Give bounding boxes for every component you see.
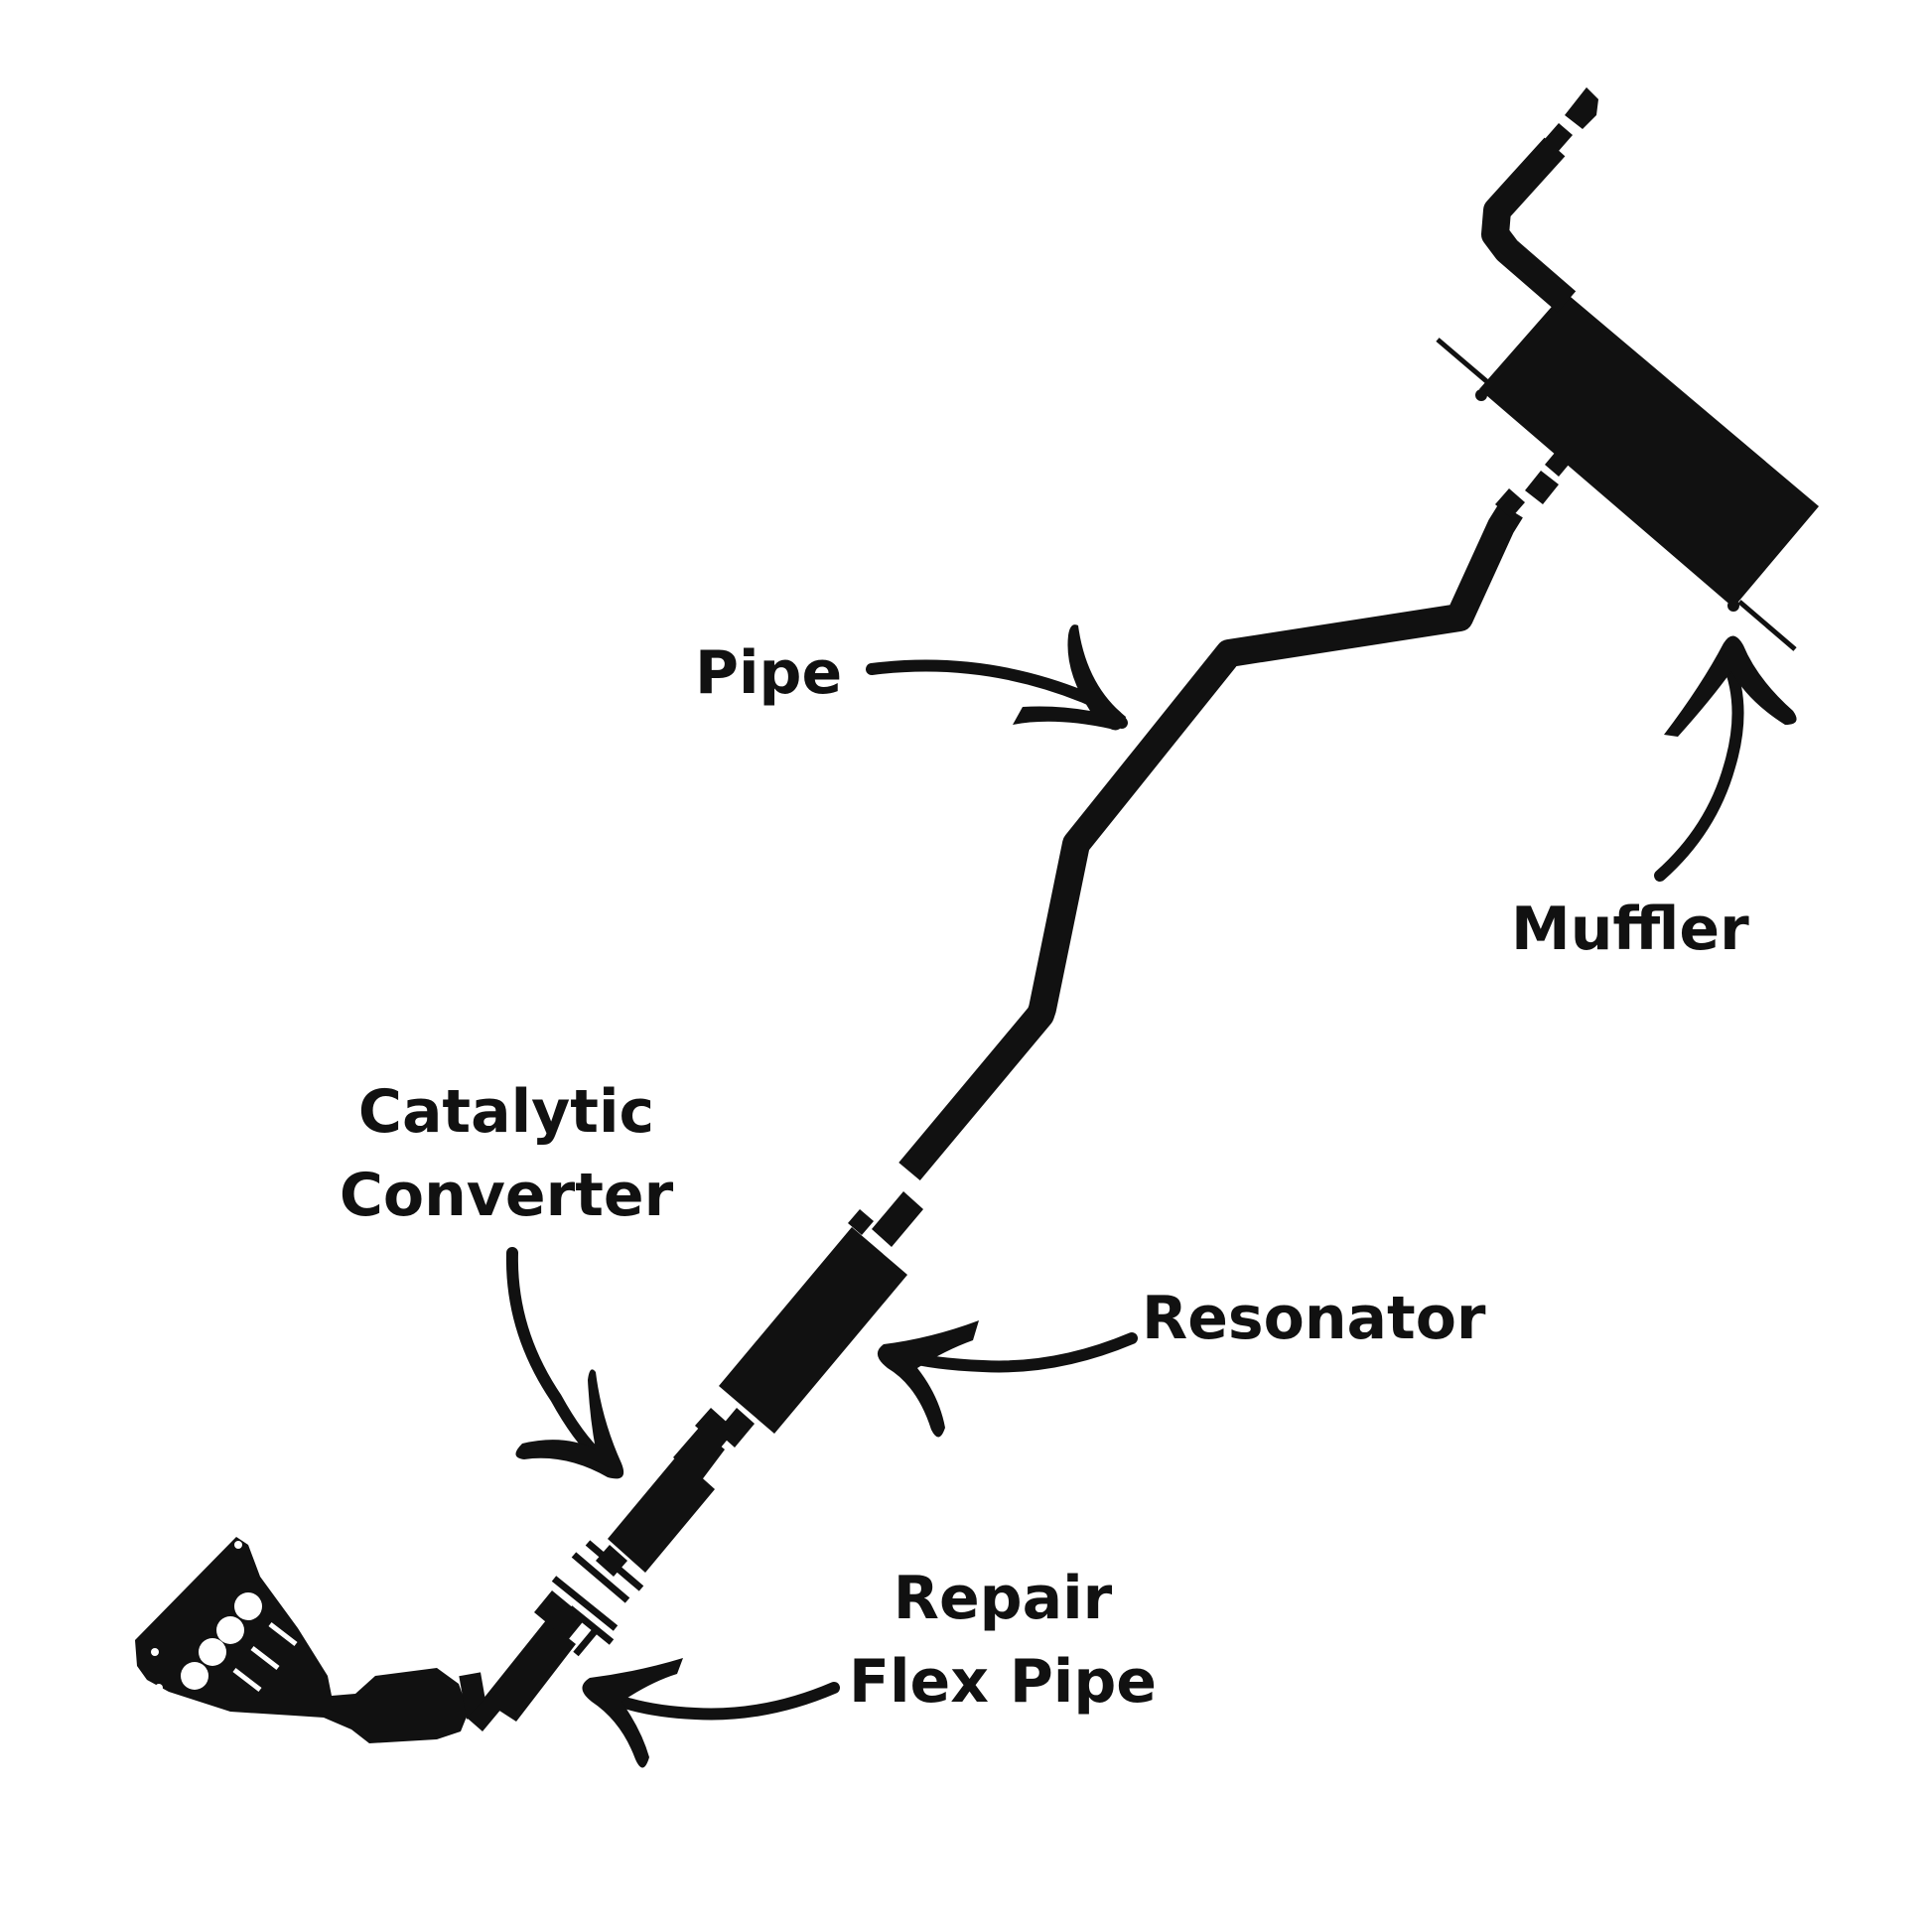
label-flex-line1: Repair [893,1564,1113,1633]
label-catalytic-line1: Catalytic [357,1077,655,1147]
resonator [707,1191,923,1448]
muffler [1436,87,1819,651]
arrow-resonator [877,1320,1138,1438]
label-catalytic-converter: Catalytic Converter [338,1070,675,1237]
catalytic-converter [571,1408,731,1603]
label-resonator: Resonator [1142,1284,1486,1353]
label-repair-flex-pipe: Repair Flex Pipe [844,1557,1162,1724]
label-pipe: Pipe [695,638,843,708]
label-catalytic-line2: Converter [339,1161,674,1230]
arrow-muffler [1654,635,1797,882]
arrow-pipe [866,624,1128,731]
arrow-catalytic-converter [505,1247,624,1479]
label-flex-line2: Flex Pipe [848,1647,1158,1717]
label-muffler: Muffler [1511,895,1749,964]
main-pipe [898,488,1525,1180]
repair-flex-pipe [467,1576,619,1731]
exhaust-manifold [135,1537,488,1743]
arrow-flex-pipe [582,1658,840,1768]
